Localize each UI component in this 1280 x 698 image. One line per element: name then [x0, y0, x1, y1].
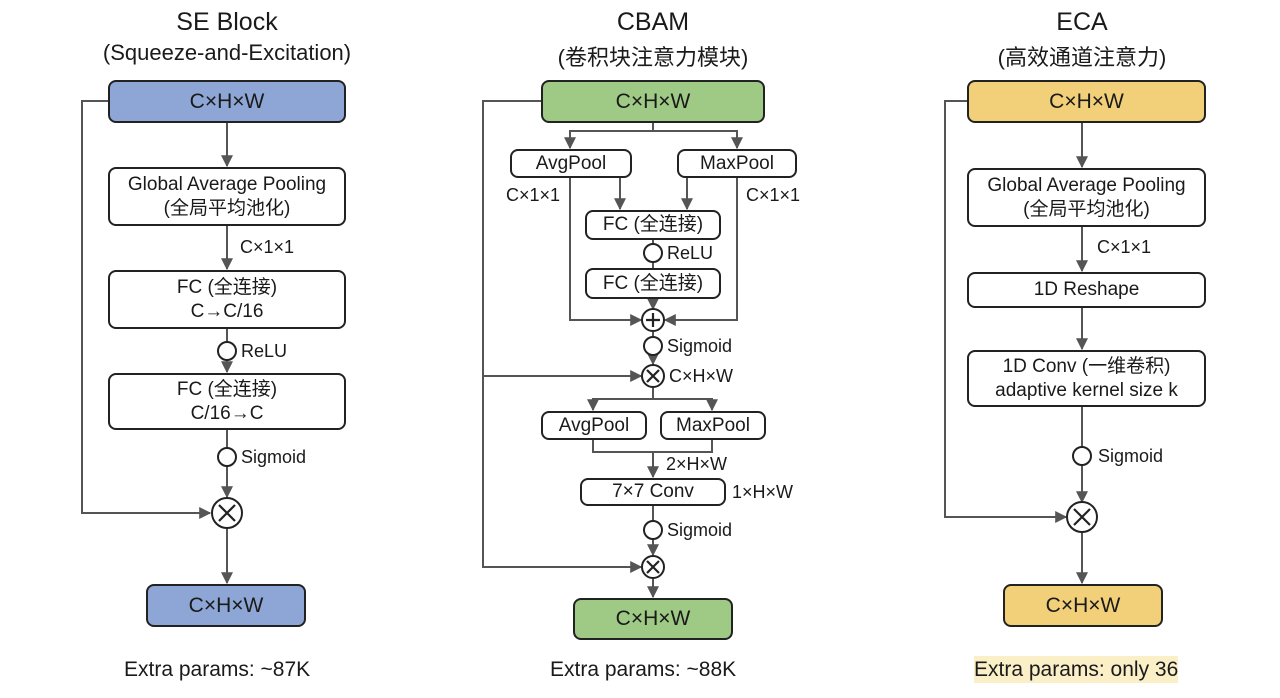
se-footer: Extra params: ~87K: [124, 658, 311, 681]
se-relu-label: ReLU: [241, 341, 288, 361]
eca-conv-line1: 1D Conv (一维卷积): [1002, 355, 1171, 377]
cbam-dim-1hw: 1×H×W: [732, 482, 794, 502]
se-gap-box: Global Average Pooling (全局平均池化): [108, 167, 346, 226]
cbam-relu-node: [643, 243, 663, 263]
cbam-sigmoid2-node: [643, 520, 663, 540]
eca-reshape-box: 1D Reshape: [967, 272, 1206, 308]
eca-footer-highlight: Extra params: only 36: [974, 656, 1179, 683]
cbam-fc1-box: FC (全连接): [585, 210, 721, 240]
cbam-fc2-box: FC (全连接): [585, 268, 721, 299]
eca-reshape-label: 1D Reshape: [1033, 279, 1140, 300]
cbam-fc1-label: FC (全连接): [602, 214, 704, 235]
se-relu-node: [217, 341, 237, 361]
se-fc2-box: FC (全连接) C/16→C: [108, 373, 346, 430]
cbam-maxpool-box: MaxPool: [677, 149, 797, 178]
se-fc1-line2: C→C/16: [190, 300, 264, 322]
cbam-dim-right: C×1×1: [746, 185, 801, 205]
cbam-avgpool2-label: AvgPool: [558, 414, 630, 436]
cbam-sigmoid1-node: [643, 336, 663, 356]
cbam-sigmoid1-label: Sigmoid: [667, 336, 733, 356]
cbam-conv-box: 7×7 Conv: [580, 478, 726, 506]
eca-conv-line2: adaptive kernel size k: [995, 379, 1178, 401]
eca-input-box: C×H×W: [967, 80, 1206, 123]
se-title: SE Block: [176, 8, 278, 36]
cbam-avgpool-label: AvgPool: [535, 152, 607, 174]
cbam-dim-2hw: 2×H×W: [666, 454, 728, 474]
eca-dim-label: C×1×1: [1097, 237, 1152, 257]
cbam-subtitle: (卷积块注意力模块): [557, 45, 749, 70]
se-sigmoid-label: Sigmoid: [241, 447, 307, 467]
cbam-maxpool2-box: MaxPool: [660, 411, 766, 440]
eca-input-label: C×H×W: [1049, 89, 1124, 113]
se-sigmoid-node: [217, 447, 237, 467]
cbam-avgpool-box: AvgPool: [510, 149, 632, 178]
cbam-sigmoid2-label: Sigmoid: [667, 520, 733, 540]
se-output-box: C×H×W: [146, 584, 306, 627]
cbam-output-label: C×H×W: [615, 607, 691, 630]
se-fc2-line2: C/16→C: [190, 402, 264, 424]
cbam-relu-label: ReLU: [667, 243, 714, 263]
se-fc1-box: FC (全连接) C→C/16: [108, 270, 346, 329]
se-fc1-line1: FC (全连接): [176, 276, 278, 298]
cbam-mult-dim-label: C×H×W: [669, 366, 734, 386]
eca-output-label: C×H×W: [1045, 593, 1121, 617]
se-fc2-line1: FC (全连接): [176, 378, 278, 400]
eca-gap-line2: (全局平均池化): [1023, 198, 1150, 220]
eca-gap-line1: Global Average Pooling: [987, 174, 1186, 196]
se-input-box: C×H×W: [108, 80, 346, 123]
se-output-label: C×H×W: [188, 593, 264, 617]
se-gap-line1: Global Average Pooling: [127, 173, 327, 195]
eca-footer: Extra params: only 36: [974, 656, 1179, 683]
cbam-dim-left: C×1×1: [506, 185, 561, 205]
eca-sigmoid-node: [1072, 446, 1092, 466]
cbam-footer: Extra params: ~88K: [550, 658, 737, 681]
se-dim-label: C×1×1: [240, 237, 295, 257]
cbam-title: CBAM: [616, 8, 690, 36]
cbam-maxpool2-label: MaxPool: [676, 414, 750, 436]
cbam-input-label: C×H×W: [615, 89, 691, 113]
se-gap-line2: (全局平均池化): [163, 197, 291, 219]
cbam-input-box: C×H×W: [541, 80, 765, 123]
cbam-avgpool2-box: AvgPool: [541, 411, 647, 440]
eca-gap-box: Global Average Pooling (全局平均池化): [967, 168, 1206, 227]
cbam-maxpool-label: MaxPool: [700, 152, 774, 174]
cbam-output-box: C×H×W: [573, 598, 733, 640]
eca-sigmoid-label: Sigmoid: [1098, 446, 1164, 466]
se-input-label: C×H×W: [189, 89, 265, 113]
cbam-conv-label: 7×7 Conv: [612, 481, 694, 502]
cbam-fc2-label: FC (全连接): [602, 272, 704, 294]
eca-conv-box: 1D Conv (一维卷积) adaptive kernel size k: [967, 350, 1206, 407]
eca-subtitle: (高效通道注意力): [997, 45, 1167, 70]
eca-output-box: C×H×W: [1003, 584, 1163, 627]
se-subtitle: (Squeeze-and-Excitation): [102, 40, 352, 65]
eca-title: ECA: [1056, 8, 1108, 36]
